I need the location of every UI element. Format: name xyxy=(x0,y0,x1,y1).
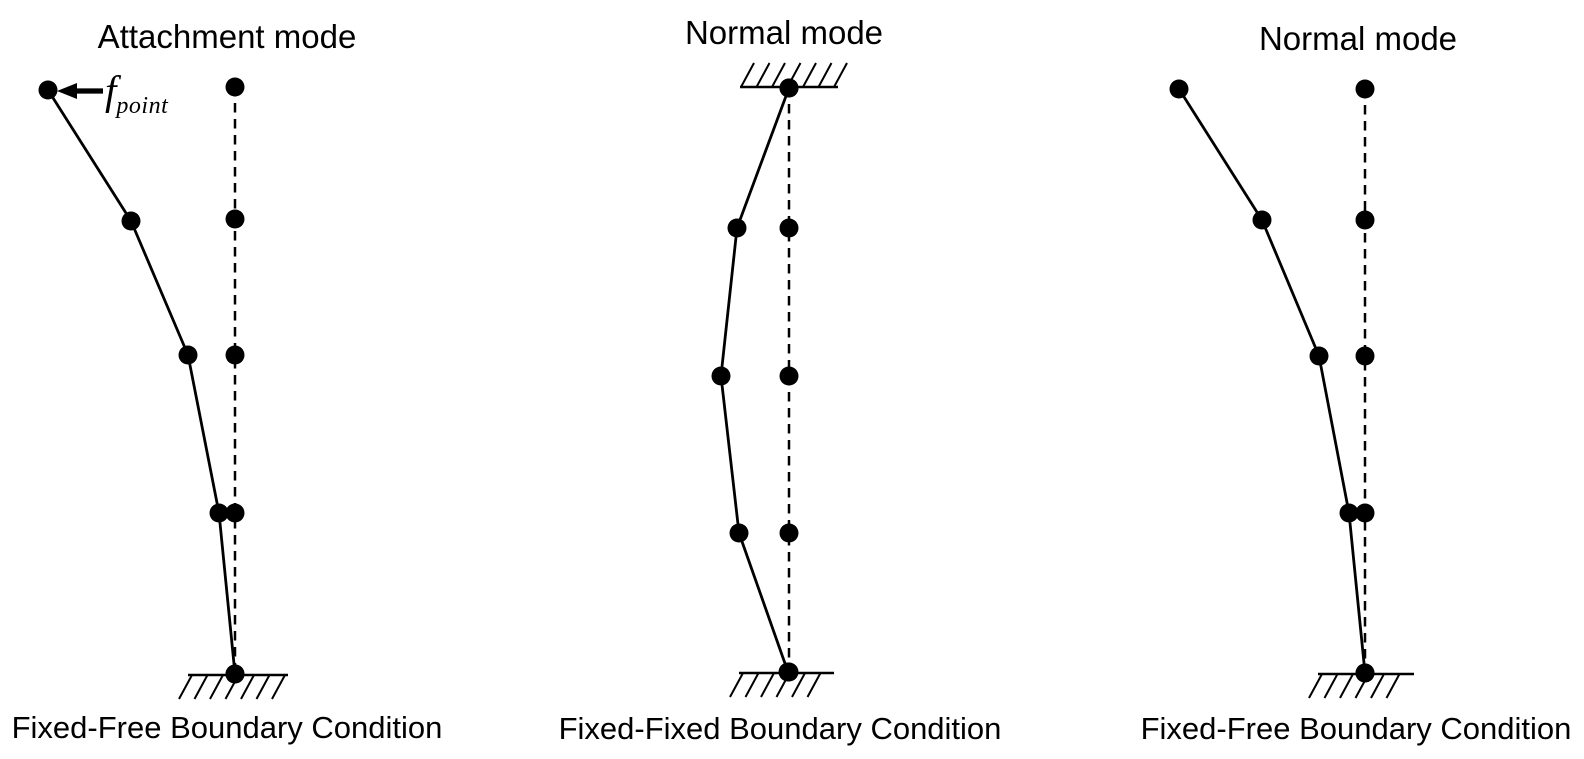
hatch-stroke xyxy=(1370,673,1385,699)
panel-normal-fixed-fixed xyxy=(711,62,848,698)
node-dot xyxy=(729,523,749,543)
node-dot xyxy=(1355,503,1375,523)
node-dot xyxy=(711,366,731,386)
node-dot xyxy=(1355,210,1375,230)
hatch-stroke xyxy=(1308,673,1323,699)
point-force-label: fpoint xyxy=(105,67,169,119)
panel-title-normal-mode-right: Normal mode xyxy=(1258,20,1458,57)
node-dot xyxy=(225,209,245,229)
hatch-stroke xyxy=(771,62,786,88)
node-dot xyxy=(779,523,799,543)
hatch-stroke xyxy=(255,674,271,700)
panel-title-normal-mode-center: Normal mode xyxy=(684,14,884,51)
force-subscript: point xyxy=(116,93,169,119)
node-dot xyxy=(225,503,245,523)
node-dot xyxy=(1309,346,1329,366)
hatch-stroke xyxy=(744,672,760,698)
hatch-stroke xyxy=(240,674,255,700)
hatch-stroke xyxy=(1354,673,1370,699)
force-symbol: f xyxy=(105,67,117,113)
hatch-stroke xyxy=(760,672,775,698)
hatch-stroke xyxy=(817,62,833,88)
panel-normal-fixed-free xyxy=(1169,79,1414,699)
caption-fixed-fixed: Fixed-Fixed Boundary Condition xyxy=(558,711,1002,746)
node-dot xyxy=(1355,346,1375,366)
hatch-stroke xyxy=(806,672,822,698)
hatch-stroke xyxy=(786,62,802,88)
hatch-stroke xyxy=(209,674,224,700)
node-dot xyxy=(38,80,58,100)
node-dot xyxy=(1169,79,1189,99)
fixed-ground-support xyxy=(1308,672,1414,699)
node-dot xyxy=(209,503,229,523)
node-dot xyxy=(1252,210,1272,230)
node-dot xyxy=(1355,79,1375,99)
hatch-stroke xyxy=(775,672,791,698)
fixed-ground-support xyxy=(729,671,834,698)
hatch-stroke xyxy=(178,674,193,700)
fixed-ceiling-support xyxy=(740,62,848,89)
fixed-ground-support xyxy=(178,673,288,700)
node-dot xyxy=(121,211,141,231)
hatch-stroke xyxy=(729,672,744,698)
node-dot xyxy=(225,77,245,97)
point-force-arrow xyxy=(57,83,103,99)
node-dot xyxy=(1339,503,1359,523)
deformed-shape-line xyxy=(719,87,791,673)
hatch-stroke xyxy=(1339,673,1354,699)
panel-attachment-fixed-free xyxy=(38,77,288,700)
node-dot xyxy=(779,366,799,386)
deformed-shape-line xyxy=(1177,88,1367,674)
hatch-stroke xyxy=(1385,673,1401,699)
hatch-stroke xyxy=(791,672,806,698)
hatch-stroke xyxy=(740,62,755,88)
caption-fixed-free-left: Fixed-Free Boundary Condition xyxy=(11,710,443,745)
node-dot xyxy=(779,218,799,238)
node-dot xyxy=(727,218,747,238)
node-dot xyxy=(225,345,245,365)
caption-fixed-free-right: Fixed-Free Boundary Condition xyxy=(1140,711,1572,746)
arrow-head xyxy=(57,83,77,99)
node-dot xyxy=(178,345,198,365)
hatch-stroke xyxy=(224,674,240,700)
hatch-stroke xyxy=(755,62,771,88)
hatch-stroke xyxy=(1323,673,1339,699)
hatch-stroke xyxy=(271,674,286,700)
deformed-shape-line xyxy=(46,89,237,675)
hatch-stroke xyxy=(833,62,848,88)
hatch-stroke xyxy=(193,674,209,700)
panel-title-attachment-mode: Attachment mode xyxy=(97,18,357,55)
hatch-stroke xyxy=(802,62,817,88)
